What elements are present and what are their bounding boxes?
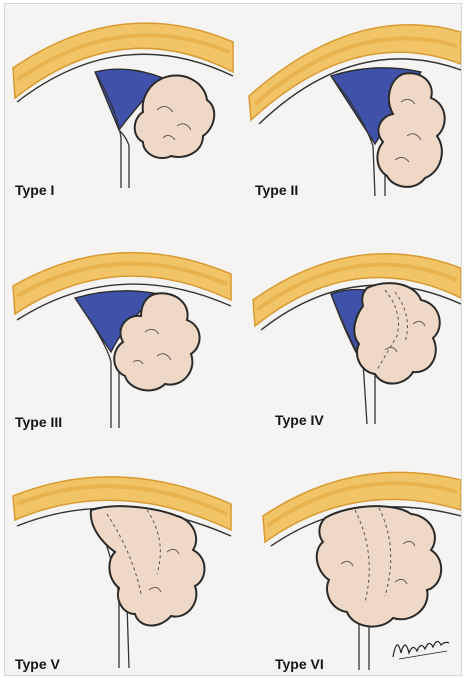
type-label: Type V	[15, 656, 60, 672]
tumor	[354, 283, 439, 383]
type-label: Type IV	[275, 412, 324, 428]
artist-signature	[389, 631, 453, 661]
tumor	[91, 506, 205, 625]
type-label: Type VI	[275, 656, 324, 672]
panel-type-1: Type I	[7, 6, 235, 228]
tumor	[317, 506, 441, 626]
type-label: Type II	[255, 182, 298, 198]
illustration-sheet: Type I Type II Type III	[4, 3, 462, 676]
type-label: Type I	[15, 182, 54, 198]
panel-type-5-drawing	[7, 454, 235, 676]
type-label: Type III	[15, 414, 62, 430]
panel-type-4: Type IV	[235, 232, 462, 454]
panel-type-5: Type V	[7, 454, 235, 676]
panel-type-4-drawing	[235, 232, 462, 454]
panel-type-3: Type III	[7, 232, 235, 454]
panel-type-2: Type II	[235, 6, 462, 228]
